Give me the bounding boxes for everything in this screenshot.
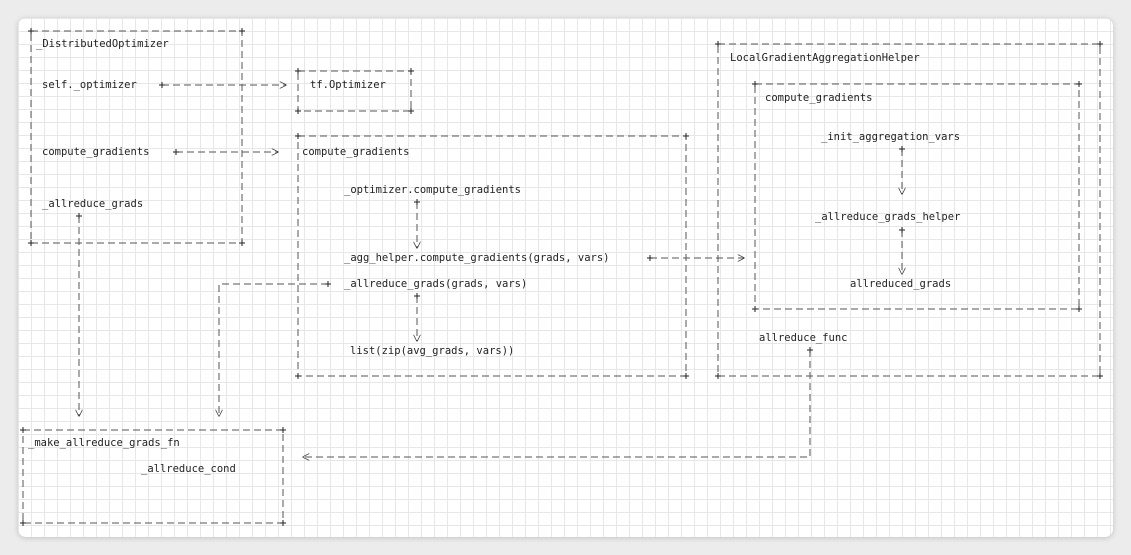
junction-mark: [414, 199, 420, 205]
junction-mark: [295, 68, 301, 74]
helper-compute-gradients-inner-box: [754, 83, 1080, 310]
junction-mark: [28, 240, 34, 246]
junction-mark: [76, 213, 82, 219]
junction-mark: [1076, 306, 1082, 312]
allreduce-cond-label: _allreduce_cond: [141, 463, 236, 475]
allreduce-grads-call-label: _allreduce_grads(grads, vars): [344, 278, 527, 290]
list-zip-label: list(zip(avg_grads, vars)): [350, 345, 514, 357]
optimizer-compute-gradients-label: _optimizer.compute_gradients: [344, 184, 521, 196]
allreduced-grads-label: allreduced_grads: [850, 278, 951, 290]
make-allreduce-grads-fn-box: _make_allreduce_grads_fn _allreduce_cond: [22, 429, 284, 524]
distributed-optimizer-box: _DistributedOptimizer self._optimizer co…: [30, 30, 243, 244]
tf-optimizer-title: tf.Optimizer: [310, 79, 386, 91]
junction-mark: [325, 281, 331, 287]
compute-gradients-box: compute_gradients _optimizer.compute_gra…: [297, 135, 687, 377]
distributed-optimizer-title: _DistributedOptimizer: [36, 38, 169, 50]
tf-optimizer-box: tf.Optimizer: [297, 70, 412, 112]
agg-helper-compute-gradients-label: _agg_helper.compute_gradients(grads, var…: [344, 252, 610, 264]
junction-mark: [20, 427, 26, 433]
junction-mark: [295, 133, 301, 139]
connectors: [79, 85, 902, 457]
junction-mark: [899, 146, 905, 152]
junction-mark: [715, 373, 721, 379]
junction-mark: [752, 306, 758, 312]
junction-mark: [173, 149, 179, 155]
junction-mark: [1097, 41, 1103, 47]
junction-mark: [1076, 81, 1082, 87]
junction-mark: [239, 240, 245, 246]
junction-mark: [715, 41, 721, 47]
junction-mark: [239, 28, 245, 34]
diagram-canvas: _DistributedOptimizer self._optimizer co…: [18, 18, 1113, 537]
allreduce-func-label: allreduce_func: [759, 332, 848, 344]
corner-markers: [20, 28, 1103, 526]
junction-mark: [295, 108, 301, 114]
make-allreduce-grads-fn-title: _make_allreduce_grads_fn: [28, 437, 180, 449]
junction-mark: [408, 108, 414, 114]
junction-mark: [683, 373, 689, 379]
ascii-architecture-diagram: _DistributedOptimizer self._optimizer co…: [20, 28, 1103, 526]
junction-mark: [1097, 373, 1103, 379]
allreduce-grads-helper-label: _allreduce_grads_helper: [815, 211, 960, 223]
junction-mark: [408, 68, 414, 74]
junction-mark: [159, 82, 165, 88]
self-optimizer-label: self._optimizer: [42, 79, 137, 91]
junction-mark: [899, 227, 905, 233]
junction-mark: [280, 520, 286, 526]
arrow-allreduce-func-to-make-fn: [303, 350, 811, 457]
local-helper-title: LocalGradientAggregationHelper: [730, 52, 920, 64]
junction-mark: [752, 81, 758, 87]
junction-mark: [28, 28, 34, 34]
junction-mark: [295, 373, 301, 379]
local-gradient-aggregation-helper-box: LocalGradientAggregationHelper compute_g…: [717, 43, 1101, 377]
compute-gradients-method-label: compute_gradients: [42, 146, 149, 158]
allreduce-grads-method-label: _allreduce_grads: [42, 198, 143, 210]
init-aggregation-vars-label: _init_aggregation_vars: [821, 131, 960, 143]
junction-mark: [280, 427, 286, 433]
junction-mark: [414, 293, 420, 299]
helper-compute-gradients-title: compute_gradients: [765, 92, 872, 104]
junction-mark: [647, 255, 653, 261]
compute-gradients-title: compute_gradients: [302, 146, 409, 158]
arrow-allreduce-call-to-make-fn: [219, 283, 328, 416]
junction-mark: [807, 347, 813, 353]
junction-mark: [20, 520, 26, 526]
junction-mark: [683, 133, 689, 139]
